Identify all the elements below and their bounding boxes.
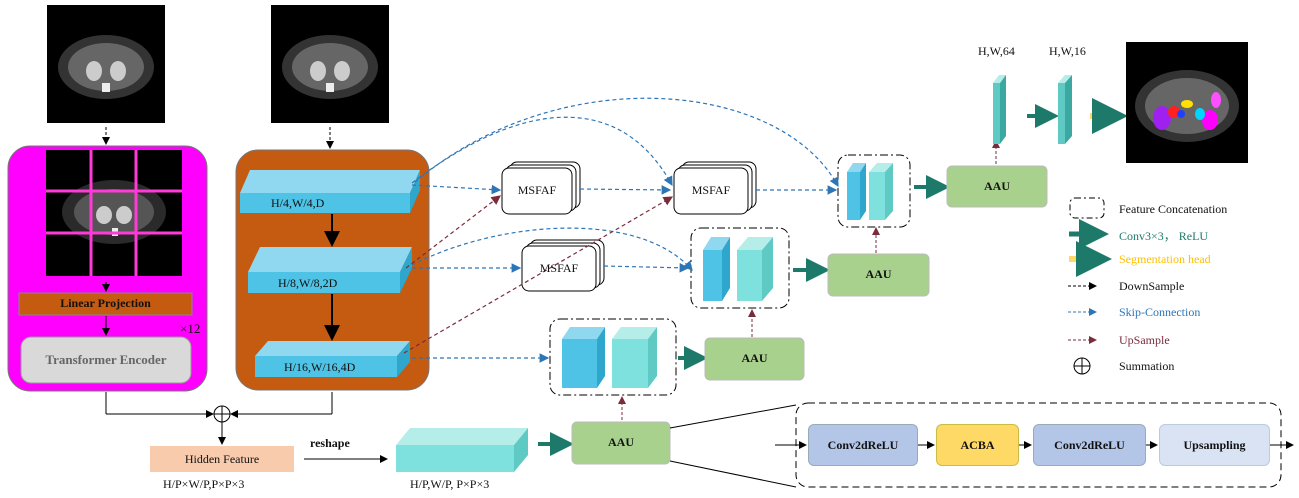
- legend-upsample: UpSample: [1119, 333, 1170, 347]
- aau-detail-block-2: ACBA: [936, 424, 1019, 466]
- cnn-level-1: [240, 170, 420, 213]
- legend-symbols: [1068, 197, 1112, 375]
- aau-1-label: AAU: [984, 179, 1010, 193]
- legend-conv: Conv3×3， ReLU: [1119, 229, 1209, 243]
- legend-seg-head: Segmentation head: [1119, 252, 1211, 266]
- msfaf-2: [673, 161, 757, 215]
- aau-detail-block-1: Conv2dReLU: [808, 424, 918, 466]
- ct-scan-input-1: [47, 5, 165, 123]
- linear-projection-label: Linear Projection: [60, 296, 151, 310]
- output-64-label: H,W,64: [978, 44, 1015, 58]
- cnn-level-2-label: H/8,W/8,2D: [278, 276, 338, 290]
- aau-2: [827, 253, 930, 297]
- ct-scan-input-2: [271, 5, 389, 123]
- msfaf-3: [521, 239, 605, 292]
- reshape-label: reshape: [310, 436, 350, 450]
- transformer-encoder-label: Transformer Encoder: [45, 352, 167, 367]
- aau-1: [946, 165, 1048, 208]
- hidden-feature-box: [150, 446, 294, 472]
- aau-2-label: AAU: [865, 267, 892, 281]
- msfaf-1: [501, 161, 581, 215]
- output-block-64: [993, 75, 1006, 144]
- output-block-16: [1058, 75, 1072, 144]
- reshape-block: [396, 428, 528, 472]
- legend-summation: Summation: [1119, 359, 1175, 373]
- aau-bottom-label: AAU: [608, 435, 634, 449]
- output-16-label: H,W,16: [1049, 44, 1086, 58]
- repeat-label: ×12: [180, 321, 201, 336]
- aau-bottom: [571, 421, 671, 465]
- patch-grid: [46, 150, 182, 276]
- upsample-arrows: [403, 195, 674, 354]
- aau-3-label: AAU: [741, 351, 768, 365]
- segmentation-output: [1126, 42, 1248, 163]
- linear-projection-box: [18, 292, 193, 316]
- cnn-level-3: [255, 341, 410, 377]
- legend-skip: Skip-Connection: [1119, 305, 1201, 319]
- cnn-level-2: [248, 247, 412, 293]
- aau-3: [704, 337, 805, 381]
- legend-feature-concat: Feature Concatenation: [1119, 202, 1228, 216]
- msfaf-3-label: MSFAF: [539, 261, 579, 275]
- aau-detail-block-3: Conv2dReLU: [1033, 424, 1146, 466]
- legend-downsample: DownSample: [1119, 279, 1185, 293]
- msfaf-1-label: MSFAF: [517, 183, 557, 197]
- cnn-level-3-label: H/16,W/16,4D: [284, 360, 356, 374]
- hidden-feature-label: Hidden Feature: [184, 452, 260, 466]
- cnn-level-1-label: H/4,W/4,D: [271, 196, 325, 210]
- transformer-encoder-box: [20, 336, 192, 384]
- skip-connections: [411, 97, 839, 363]
- hidden-feature-shape: H/P×W/P,P×P×3: [163, 477, 245, 491]
- aau-detail-block-4: Upsampling: [1159, 424, 1270, 466]
- msfaf-2-label: MSFAF: [691, 183, 731, 197]
- reshape-shape: H/P,W/P, P×P×3: [410, 477, 490, 491]
